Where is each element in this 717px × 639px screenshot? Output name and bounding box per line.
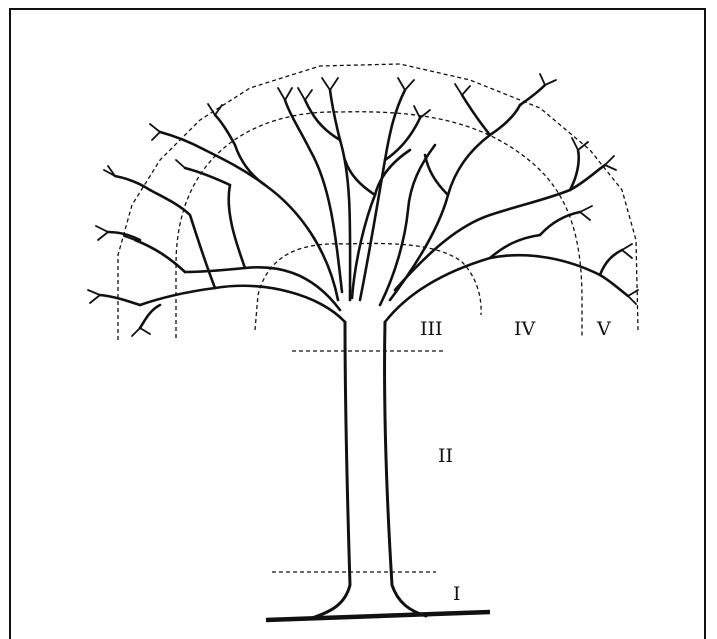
zone-label-iv: IV xyxy=(514,318,536,340)
zone-label-i: I xyxy=(453,583,461,605)
zone-label-v: V xyxy=(596,318,611,340)
tree-branches xyxy=(100,85,628,328)
zone-label-ii: II xyxy=(438,445,453,467)
tree-trunk xyxy=(312,322,426,618)
ground-line xyxy=(266,612,490,620)
zone-v-arc xyxy=(176,112,582,338)
zone-label-iii: III xyxy=(420,318,443,340)
